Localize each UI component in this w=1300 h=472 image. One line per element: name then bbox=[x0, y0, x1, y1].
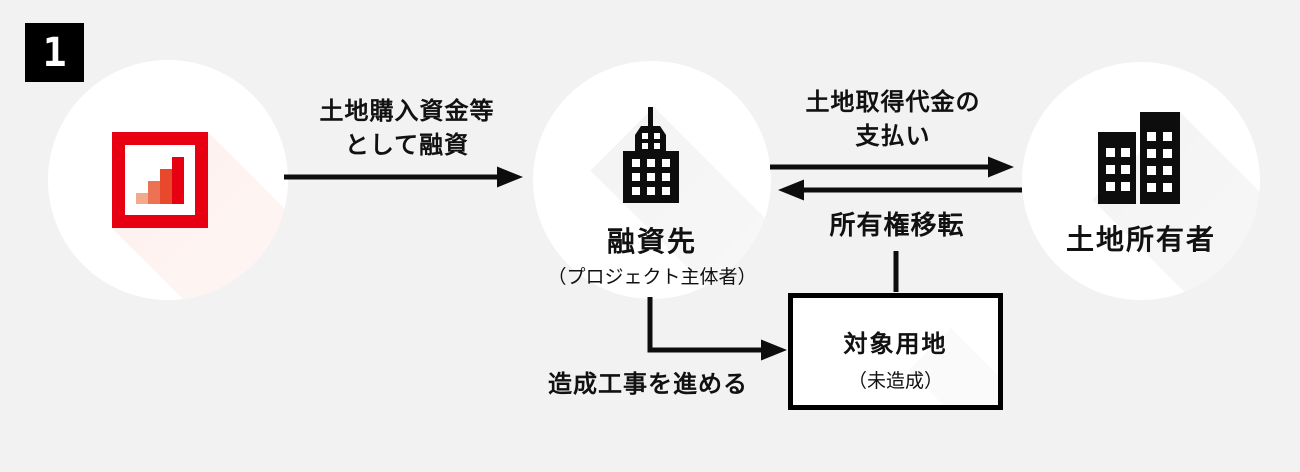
logo-bar-3 bbox=[160, 169, 172, 204]
bar-chart-logo-icon bbox=[112, 132, 208, 228]
payment-arrow bbox=[770, 156, 1014, 178]
borrower-label: 融資先 bbox=[606, 226, 697, 257]
logo-bar-1 bbox=[136, 193, 148, 204]
twin-buildings-icon bbox=[1098, 112, 1180, 204]
loan-label-line2: として融資 bbox=[344, 132, 470, 159]
transfer-flow-label: 所有権移転 bbox=[829, 210, 965, 240]
logo-inner-square bbox=[125, 145, 195, 215]
payment-flow-label: 土地取得代金の 支払い bbox=[773, 86, 1013, 154]
payment-label-line2: 支払い bbox=[855, 123, 931, 150]
construction-flow-label: 造成工事を進める bbox=[548, 371, 748, 398]
office-tower-icon bbox=[623, 107, 679, 203]
landowner-label: 土地所有者 bbox=[1065, 224, 1216, 255]
payment-label-line1: 土地取得代金の bbox=[805, 89, 981, 116]
step-number-badge: 1 bbox=[25, 23, 84, 82]
borrower-sublabel: （プロジェクト主体者） bbox=[547, 267, 757, 288]
loan-label-line1: 土地購入資金等 bbox=[319, 98, 495, 125]
node-landowner: 土地所有者 bbox=[1022, 62, 1260, 300]
construction-arrow bbox=[647, 297, 787, 361]
node-lender bbox=[48, 60, 288, 300]
loan-arrow bbox=[284, 166, 523, 188]
site-box: 対象用地 （未造成） bbox=[788, 293, 1003, 410]
node-borrower: 融資先 （プロジェクト主体者） bbox=[533, 61, 771, 299]
logo-bar-2 bbox=[148, 181, 160, 204]
site-box-title: 対象用地 bbox=[843, 331, 948, 358]
site-box-subtitle: （未造成） bbox=[847, 371, 943, 392]
logo-bar-4 bbox=[172, 157, 184, 204]
transfer-arrow bbox=[778, 179, 1022, 201]
loan-flow-label: 土地購入資金等 として融資 bbox=[287, 95, 527, 163]
